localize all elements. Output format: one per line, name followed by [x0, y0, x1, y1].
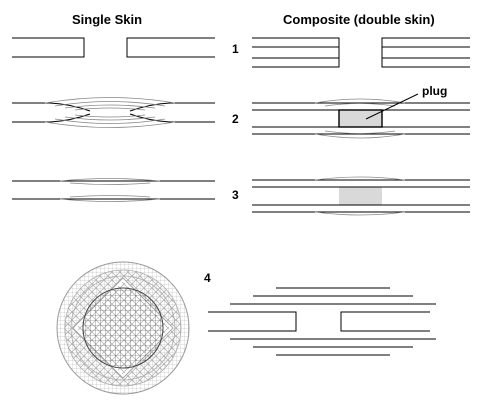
step-label-3: 3	[232, 188, 239, 202]
row1-single-skin	[12, 37, 215, 58]
circular-patch-plan-view	[56, 261, 190, 395]
row1-composite	[252, 37, 470, 68]
step-label-2: 2	[232, 112, 239, 126]
row3-composite	[252, 176, 470, 216]
step-label-4: 4	[204, 271, 211, 285]
plug-leader-line	[365, 93, 419, 120]
step-label-1: 1	[232, 42, 239, 56]
row2-composite	[252, 93, 470, 139]
plug-label: plug	[422, 84, 448, 98]
header-single-skin: Single Skin	[72, 12, 143, 27]
header-composite: Composite (double skin)	[283, 12, 435, 27]
row2-single-skin	[12, 97, 215, 128]
row3-single-skin	[12, 178, 215, 202]
row4-ply-stack	[208, 287, 436, 356]
plug	[338, 109, 383, 128]
